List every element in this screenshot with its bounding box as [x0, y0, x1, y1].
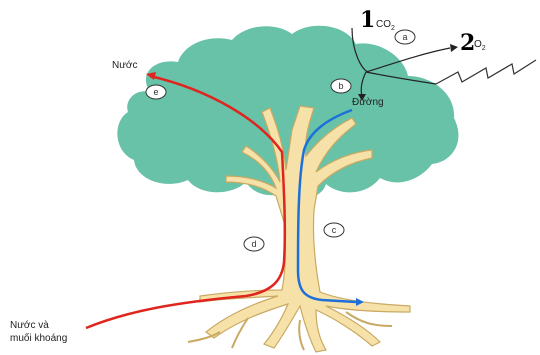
marker-a: a [395, 30, 415, 44]
marker-b: b [331, 79, 351, 93]
water-minerals-label-line2: muối khoáng [10, 332, 67, 344]
co2-label: CO2 [376, 19, 395, 32]
water-top-label: Nước [112, 60, 137, 71]
svg-text:d: d [251, 239, 256, 249]
marker-d: d [244, 237, 264, 251]
o2-arrowhead [450, 44, 458, 52]
marker-c: c [324, 223, 344, 237]
svg-text:e: e [153, 87, 158, 97]
svg-text:a: a [402, 32, 407, 42]
label-number-1: 1 [360, 7, 375, 33]
svg-text:c: c [332, 225, 337, 235]
marker-e: e [146, 85, 166, 99]
svg-text:b: b [338, 81, 343, 91]
sunlight-ray-icon [436, 60, 536, 84]
sugar-label: Đường [352, 97, 384, 108]
o2-label: O2 [474, 39, 486, 52]
water-minerals-label-line1: Nước và [10, 320, 49, 331]
